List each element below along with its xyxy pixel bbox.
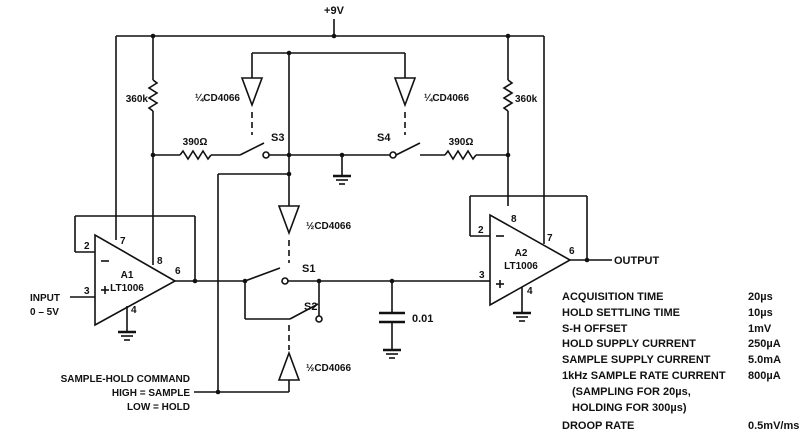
spec-name: 1kHz SAMPLE RATE CURRENT [562,369,726,382]
buffer-s2 [277,350,301,381]
spec-value: 20µs [748,291,773,303]
input-range-label: 0 – 5V [30,307,59,318]
resistor-label-360k-left: 360k [126,94,149,105]
ground-node-center [289,152,390,185]
a2-designator: A2 [515,248,528,259]
switch-label-s2: S2 [304,301,317,313]
supply-rail [115,19,545,244]
output-label: OUTPUT [614,255,660,267]
command-line [194,171,292,395]
command-low: LOW = HOLD [127,402,190,413]
resistor-360k-right [502,36,514,206]
spec-row: DROOP RATE 0.5mV/ms [562,419,807,435]
spec-value: 800µA [748,369,781,382]
a2-pin-4: 4 [527,286,533,297]
resistor-390-left [153,149,240,161]
buffer-s3 [240,77,264,108]
spec-value: 1mV [748,322,772,335]
switch-label-s3: S3 [271,132,284,144]
a2-pin-7: 7 [547,233,553,244]
buffer-label-s1: ½CD4066 [306,221,351,232]
resistor-label-390-left: 390Ω [183,137,208,148]
spec-name: SAMPLE SUPPLY CURRENT [562,354,711,367]
spec-name: S-H OFFSET [562,322,628,335]
resistor-label-360k-right: 360k [515,94,538,105]
a1-pin-2: 2 [84,241,90,252]
spec-row: S-H OFFSET 1mV [562,322,807,338]
spec-value: 10µs [748,306,773,319]
a2-pin-2: 2 [478,225,484,236]
a1-pin-6: 6 [175,266,181,277]
spec-row: HOLD SETTLING TIME 10µs [562,306,807,322]
switch-s2 [245,278,323,350]
spec-value: 0.5mV/ms [748,420,800,433]
control-bus-s3-s4 [251,50,406,206]
supply-label: +9V [324,5,345,17]
switch-s4 [389,142,421,159]
a1-pin-4: 4 [131,305,137,316]
opamp-a2 [469,195,612,322]
capacitor-label: 0.01 [412,313,433,325]
spec-row: 1kHz SAMPLE RATE CURRENT 800µA [562,369,807,385]
opamp-a1 [70,215,245,341]
resistor-390-right [420,149,508,161]
resistor-label-390-right: 390Ω [449,137,474,148]
spec-name: HOLD SETTLING TIME [562,306,680,319]
a2-pin-6: 6 [569,246,575,257]
buffer-s4 [393,77,417,108]
resistor-360k-left [147,36,159,265]
switch-s1 [242,240,480,319]
a1-part: LT1006 [110,283,144,294]
spec-note-text: HOLDING FOR 300µs) [572,401,687,414]
command-title: SAMPLE-HOLD COMMAND [61,374,190,385]
spec-row: HOLD SUPPLY CURRENT 250µA [562,337,807,353]
input-label: INPUT [30,293,60,304]
a2-part: LT1006 [504,261,538,272]
spec-value: 250µA [748,338,781,351]
spec-name: DROOP RATE [562,420,635,433]
a1-pin-7: 7 [120,236,126,247]
spec-name: ACQUISITION TIME [562,291,664,303]
command-high: HIGH = SAMPLE [112,388,190,399]
spec-row: SAMPLE SUPPLY CURRENT 5.0mA [562,353,807,369]
switch-label-s1: S1 [302,263,315,275]
spec-value: 5.0mA [748,354,782,367]
capacitor-hold [379,278,405,359]
a2-pin-3: 3 [479,270,485,281]
spec-table: ACQUISITION TIME 20µs HOLD SETTLING TIME… [562,290,807,435]
buffer-s1 [277,205,301,236]
buffer-label-s4: ¼CD4066 [424,93,469,104]
spec-row: ACQUISITION TIME 20µs [562,290,807,306]
buffer-label-s3: ¼CD4066 [195,93,240,104]
a1-pin-8: 8 [157,256,163,267]
buffer-label-s2: ½CD4066 [306,363,351,374]
spec-note-text: (SAMPLING FOR 20µs, [572,385,691,398]
switch-label-s4: S4 [377,132,391,144]
spec-note: (SAMPLING FOR 20µs, [562,385,807,401]
spec-note: HOLDING FOR 300µs) [562,401,807,417]
a1-pin-3: 3 [84,286,90,297]
a2-pin-8: 8 [511,214,517,225]
switch-s3 [239,142,289,159]
spec-name: HOLD SUPPLY CURRENT [562,338,696,351]
a1-designator: A1 [121,270,134,281]
